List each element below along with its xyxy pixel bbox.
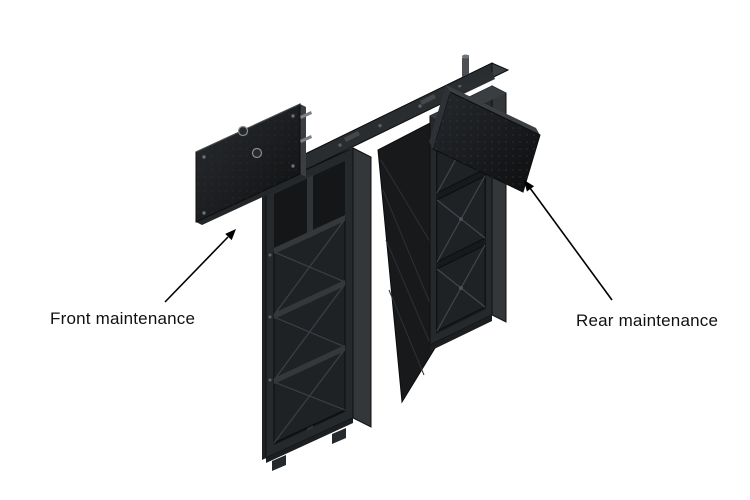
front-arrow-line: [164, 236, 229, 303]
front-cabinet: [262, 147, 372, 471]
edge-latch: [268, 315, 272, 319]
screw: [202, 155, 206, 159]
foot: [332, 428, 346, 444]
magnet-handle: [237, 125, 249, 137]
latch: [459, 217, 463, 221]
guide-pin-top: [461, 54, 470, 59]
front-cabinet-modules: [273, 218, 346, 444]
alignment-pin: [300, 111, 312, 119]
cross-rail: [274, 345, 345, 384]
brace: [273, 348, 346, 444]
rear-module-edge: [446, 85, 540, 135]
rear-arrow: [524, 180, 613, 301]
front-module-edge-bottom: [196, 174, 306, 225]
beam-handle: [344, 131, 360, 142]
guide-pin: [462, 55, 469, 77]
beam-bolt: [338, 143, 342, 147]
brace: [273, 218, 346, 316]
brace: [273, 283, 346, 381]
rear-maintenance-label: Rear maintenance: [576, 311, 719, 330]
cross-rail: [274, 215, 345, 254]
screw: [291, 164, 295, 168]
cross-rail: [274, 280, 345, 319]
rear-arrow-head: [524, 180, 535, 192]
magnet-handle: [251, 147, 263, 159]
beam-bolt: [378, 123, 382, 128]
front-maintenance-label: Front maintenance: [50, 309, 196, 328]
blade-streak: [385, 239, 434, 351]
edge-highlight: [195, 103, 301, 153]
rear-module-edge-left: [429, 85, 450, 149]
edge-latch: [268, 378, 272, 382]
rear-module-panel: [429, 72, 541, 193]
rear-module-bracket: [450, 72, 495, 99]
latch: [459, 286, 463, 290]
blade-streak: [388, 289, 425, 376]
beam-bolt: [418, 104, 422, 108]
rear-arrow-line: [529, 187, 613, 301]
blade-streak: [382, 189, 438, 321]
front-cabinet-bottom-cap: [266, 418, 353, 463]
front-arrow: [164, 229, 236, 303]
foot: [272, 455, 286, 471]
beam-handle: [420, 94, 436, 105]
screw: [202, 211, 206, 215]
front-cabinet-side: [352, 147, 372, 428]
edge-latch: [268, 253, 272, 257]
alignment-pin: [300, 135, 312, 143]
rear-module-texture: [433, 92, 540, 192]
screw: [291, 114, 295, 118]
front-module-panel: [195, 103, 312, 225]
rear-cabinet-bottom-cap: [430, 315, 492, 351]
front-module-texture: [196, 104, 300, 222]
front-arrow-head: [225, 229, 236, 241]
front-cabinet-left-edge: [262, 188, 266, 460]
